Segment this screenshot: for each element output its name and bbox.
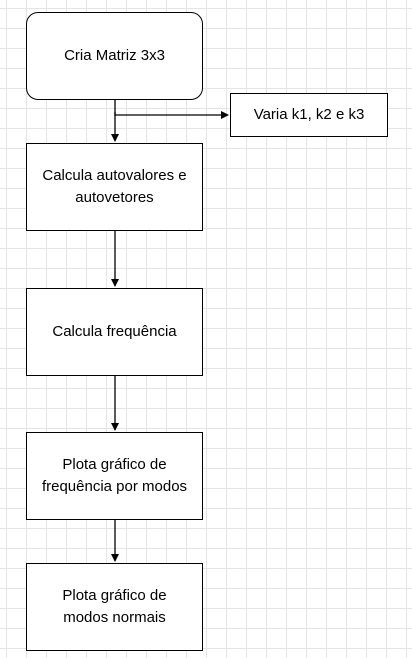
node-calc-eigen-label-line2: autovetores [75,189,154,206]
node-calc-eigen[interactable]: Calcula autovalores e autovetores [26,143,203,231]
node-create-matrix[interactable]: Cria Matriz 3x3 [26,12,203,100]
node-plot-frequency[interactable]: Plota gráfico de frequência por modos [26,432,203,520]
node-calc-frequency[interactable]: Calcula frequência [26,288,203,376]
node-plot-frequency-label-line2: frequência por modos [41,478,188,495]
node-calc-frequency-label: Calcula frequência [52,323,177,340]
node-calc-eigen-label-line1: Calcula autovalores e [42,167,187,184]
node-vary-k-label: Varia k1, k2 e k3 [253,106,365,123]
node-vary-k[interactable]: Varia k1, k2 e k3 [230,93,388,137]
node-plot-frequency-label-line1: Plota gráfico de [62,456,167,473]
node-plot-normal-modes-label-line2: modos normais [63,609,166,626]
node-plot-normal-modes[interactable]: Plota gráfico de modos normais [26,563,203,651]
node-create-matrix-label: Cria Matriz 3x3 [64,47,165,64]
node-plot-normal-modes-label-line1: Plota gráfico de [62,587,167,604]
edge-start-to-vary [114,111,229,119]
